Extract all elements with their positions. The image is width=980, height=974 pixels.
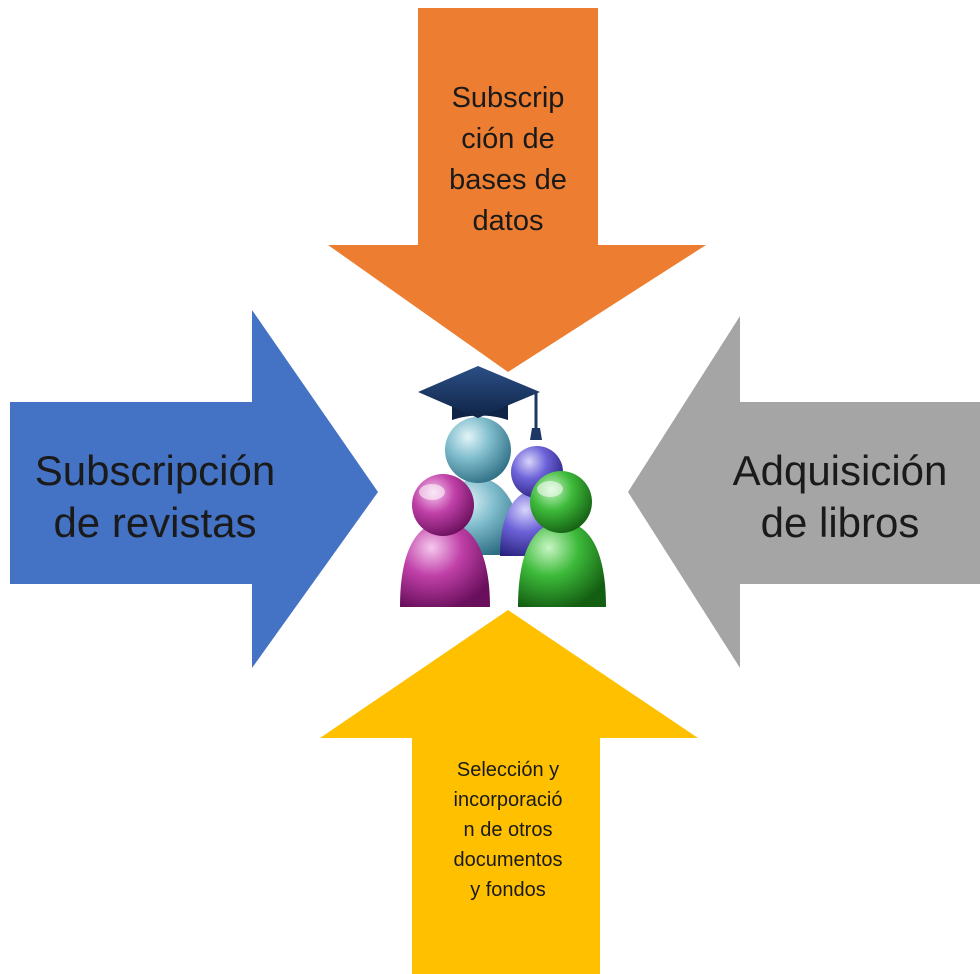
arrow-bottom-label-line: documentos [453,849,563,871]
arrow-bottom [320,610,698,974]
arrow-top-label-line: Subscrip [451,82,565,114]
arrow-right-label-line: de libros [760,499,920,546]
arrow-top-label-line: ción de [461,123,555,155]
arrow-bottom-label-line: Selección y [456,759,560,781]
arrow-left-label-line: Subscripción [34,447,276,494]
arrow-top-label: Subscrip ción de bases de datos [418,70,598,250]
arrow-left [10,310,378,668]
arrow-top-label-line: bases de [449,164,567,196]
arrow-left-label: Subscripción de revistas [10,432,300,562]
person-pink-icon [400,474,490,607]
arrow-bottom-label: Selección y incorporació n de otros docu… [412,740,604,920]
arrow-right-label-line: Adquisición [732,447,948,494]
arrow-right [628,316,980,668]
graduation-cap-icon [418,366,542,440]
arrow-bottom-label-line: n de otros [463,819,553,841]
arrow-top-label-line: datos [472,205,544,237]
arrow-right-label: Adquisición de libros [700,432,980,562]
graduates-group-icon [400,366,606,607]
arrow-left-label-line: de revistas [53,499,257,546]
person-green-icon [518,471,606,607]
arrow-top [328,8,706,372]
arrow-bottom-label-line: y fondos [470,879,546,901]
arrow-bottom-label-line: incorporació [453,789,563,811]
